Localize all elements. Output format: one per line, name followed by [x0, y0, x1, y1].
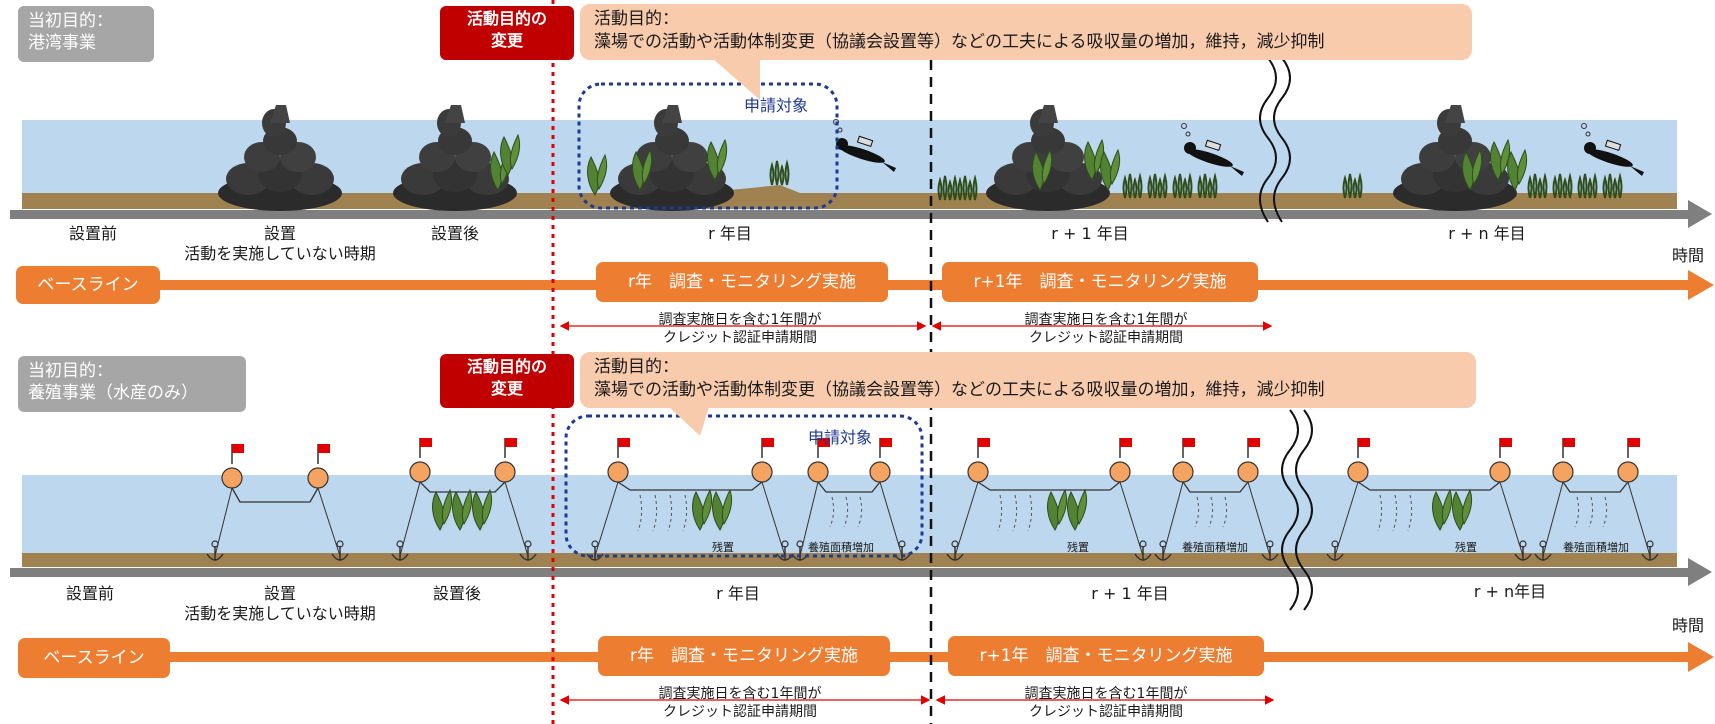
top-period-note-r1: 調査実施日を含む1年間が クレジット認証申請期間: [1024, 312, 1188, 346]
top-change-badge: 活動目的の 変更: [440, 6, 574, 60]
bottom-period-note-r: 調査実施日を含む1年間が クレジット認証申請期間: [658, 686, 822, 720]
bottom-stage-r: r 年目: [716, 584, 760, 603]
bottom-stage-setup: 設置 活動を実施していない時期: [184, 584, 376, 623]
top-period-note-r: 調査実施日を含む1年間が クレジット認証申請期間: [658, 312, 822, 346]
top-stage-before: 設置前: [68, 224, 117, 243]
top-initial-purpose-label: 当初目的： 港湾事業: [18, 6, 154, 62]
bottom-survey-r-pill: r年 調査・モニタリング実施: [598, 636, 890, 676]
bottom-seabed: [22, 553, 1677, 567]
bottom-remain-label-r1: 残置: [1067, 541, 1089, 554]
bottom-target-label: 申請対象: [808, 428, 873, 447]
bottom-expand-label-rn: 養殖面積増加: [1563, 541, 1629, 554]
bottom-time-axis: [10, 568, 1690, 577]
top-stage-r: r 年目: [708, 224, 752, 243]
bottom-water: [22, 475, 1677, 553]
top-survey-r1-pill: r+1年 調査・モニタリング実施: [942, 262, 1258, 302]
top-stage-setup: 設置 活動を実施していない時期: [184, 224, 376, 263]
top-time-axis: [10, 210, 1690, 219]
top-baseline-pill: ベースライン: [16, 266, 160, 304]
top-stage-r1: r + 1 年目: [1051, 224, 1129, 243]
bottom-stage-before: 設置前: [65, 584, 114, 603]
bottom-purpose-box: 活動目的： 藻場での活動や活動体制変更（協議会設置等）などの工夫による吸収量の増…: [580, 352, 1476, 408]
bottom-time-label: 時間: [1671, 616, 1704, 635]
bottom-remain-label: 残置: [712, 541, 734, 554]
bottom-survey-r1-pill: r+1年 調査・モニタリング実施: [948, 636, 1264, 676]
bottom-initial-purpose-label: 当初目的： 養殖事業（水産のみ）: [18, 356, 246, 412]
top-survey-r-pill: r年 調査・モニタリング実施: [596, 262, 888, 302]
bottom-expand-label-r1: 養殖面積増加: [1182, 541, 1248, 554]
bottom-remain-label-rn: 残置: [1455, 541, 1477, 554]
bottom-expand-label: 養殖面積増加: [808, 541, 874, 554]
bottom-change-badge: 活動目的の 変更: [440, 354, 574, 408]
top-time-label: 時間: [1671, 246, 1704, 265]
top-target-label: 申請対象: [744, 96, 809, 115]
top-stage-after: 設置後: [430, 224, 479, 243]
bottom-stage-rn: r + n年目: [1473, 582, 1547, 601]
top-purpose-box: 活動目的： 藻場での活動や活動体制変更（協議会設置等）などの工夫による吸収量の増…: [580, 4, 1472, 60]
bottom-stage-after: 設置後: [432, 584, 481, 603]
bottom-baseline-pill: ベースライン: [18, 638, 170, 678]
top-stage-rn: r + n 年目: [1448, 224, 1526, 243]
bottom-period-note-r1: 調査実施日を含む1年間が クレジット認証申請期間: [1024, 686, 1188, 720]
bottom-stage-r1: r + 1 年目: [1091, 584, 1169, 603]
